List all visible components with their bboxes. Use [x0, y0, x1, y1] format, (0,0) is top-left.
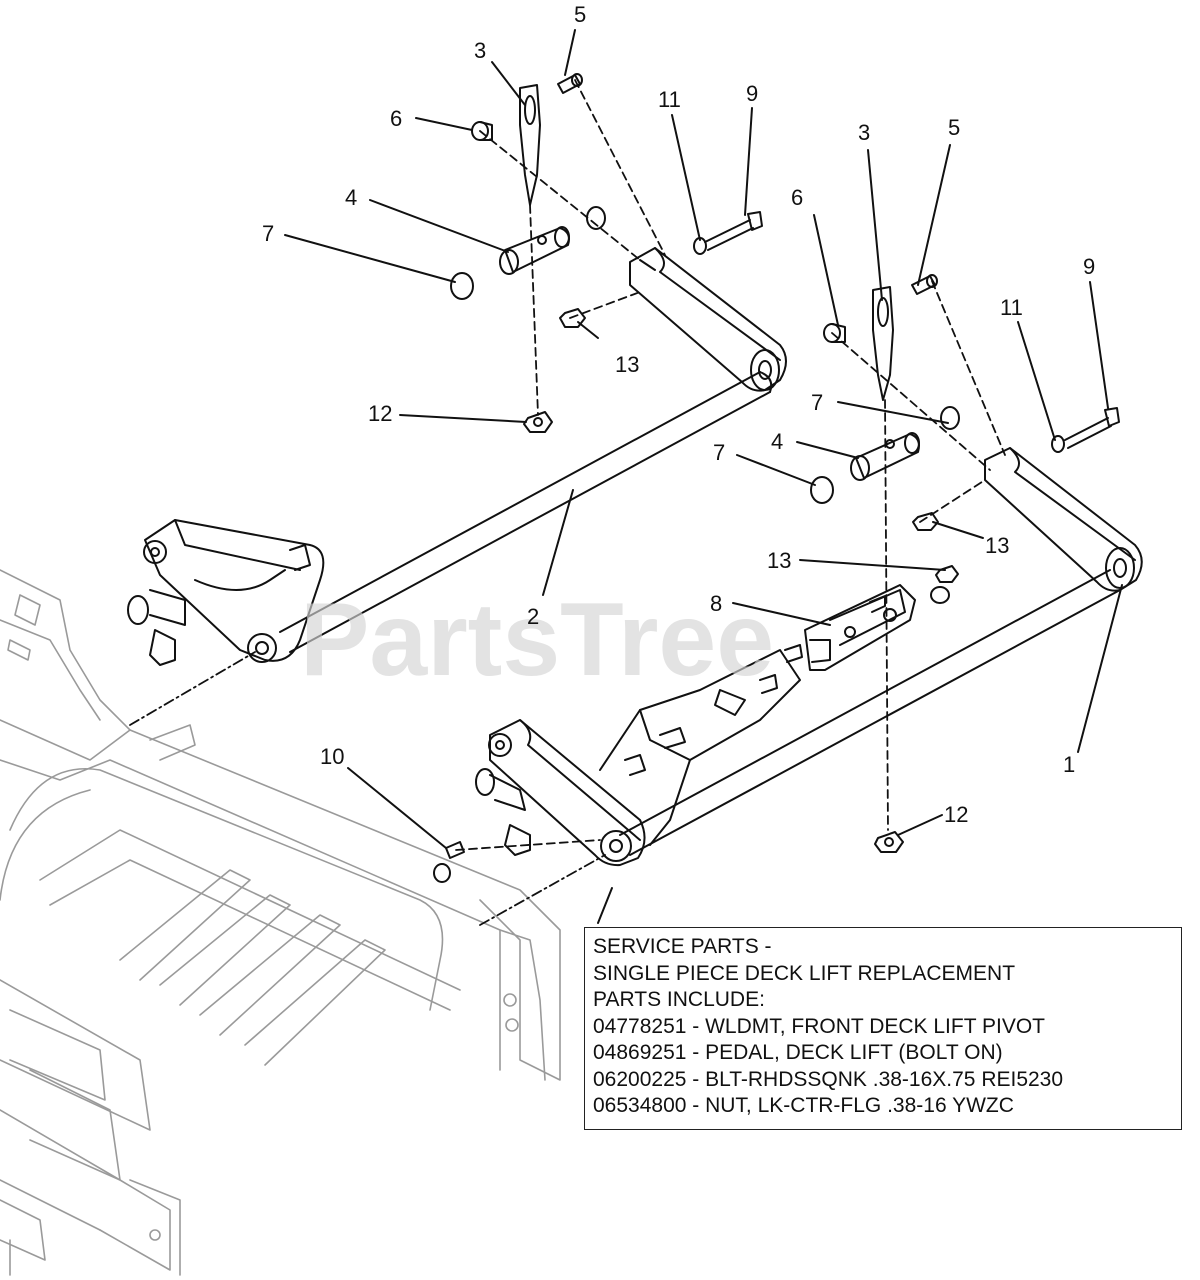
callout-7: 7 [811, 390, 823, 415]
callout-9: 9 [746, 81, 758, 106]
callout-5: 5 [948, 115, 960, 140]
service-parts-box: SERVICE PARTS - SINGLE PIECE DECK LIFT R… [584, 927, 1182, 1130]
service-part-item: 04869251 - PEDAL, DECK LIFT (BOLT ON) [593, 1041, 1003, 1064]
callout-7: 7 [713, 440, 725, 465]
callout-11: 11 [1000, 295, 1023, 320]
callout-13: 13 [615, 352, 639, 377]
callout-1: 1 [1063, 752, 1075, 777]
callout-12: 12 [368, 401, 392, 426]
deck-lift-pedal-8 [759, 584, 916, 694]
callout-12: 12 [944, 802, 968, 827]
callout-9: 9 [1083, 254, 1095, 279]
service-parts-include-label: PARTS INCLUDE: [593, 988, 765, 1011]
callout-labels: 5 3 6 11 9 4 7 13 12 2 3 5 6 9 11 7 4 7 … [262, 2, 1095, 827]
assembly-dash-lines [455, 79, 1006, 851]
leader-lines [284, 29, 1123, 924]
callout-3: 3 [858, 120, 870, 145]
frame-alignment-lines [129, 651, 606, 926]
service-part-item: 04778251 - WLDMT, FRONT DECK LIFT PIVOT [593, 1014, 1046, 1038]
left-pivot-bracket [127, 519, 325, 666]
callout-3: 3 [474, 38, 486, 63]
right-lift-arm [984, 447, 1143, 592]
lift-shaft-1 [619, 569, 1121, 856]
upper-lift-arm [629, 247, 787, 392]
hardware-right-group [433, 274, 1120, 883]
callout-11: 11 [658, 87, 681, 112]
callout-2: 2 [527, 604, 539, 629]
callout-8: 8 [710, 591, 722, 616]
callout-6: 6 [390, 106, 402, 131]
callout-13: 13 [985, 533, 1009, 558]
tractor-frame [0, 569, 561, 1276]
callout-10: 10 [320, 744, 344, 769]
service-parts-heading: SERVICE PARTS - [593, 935, 772, 958]
hardware-left-group [450, 73, 763, 433]
service-part-item: 06200225 - BLT-RHDSSQNK .38-16X.75 REI52… [593, 1067, 1064, 1091]
callout-13: 13 [767, 548, 791, 573]
callout-4: 4 [345, 185, 357, 210]
lift-shaft-2 [279, 371, 773, 653]
callout-5: 5 [574, 2, 586, 27]
service-parts-subheading: SINGLE PIECE DECK LIFT REPLACEMENT [593, 961, 1016, 985]
callout-7: 7 [262, 221, 274, 246]
watermark: PartsTree [300, 582, 774, 698]
service-part-item: 06534800 - NUT, LK-CTR-FLG .38-16 YWZC [593, 1094, 1014, 1117]
callout-4: 4 [771, 429, 783, 454]
callout-6: 6 [791, 185, 803, 210]
